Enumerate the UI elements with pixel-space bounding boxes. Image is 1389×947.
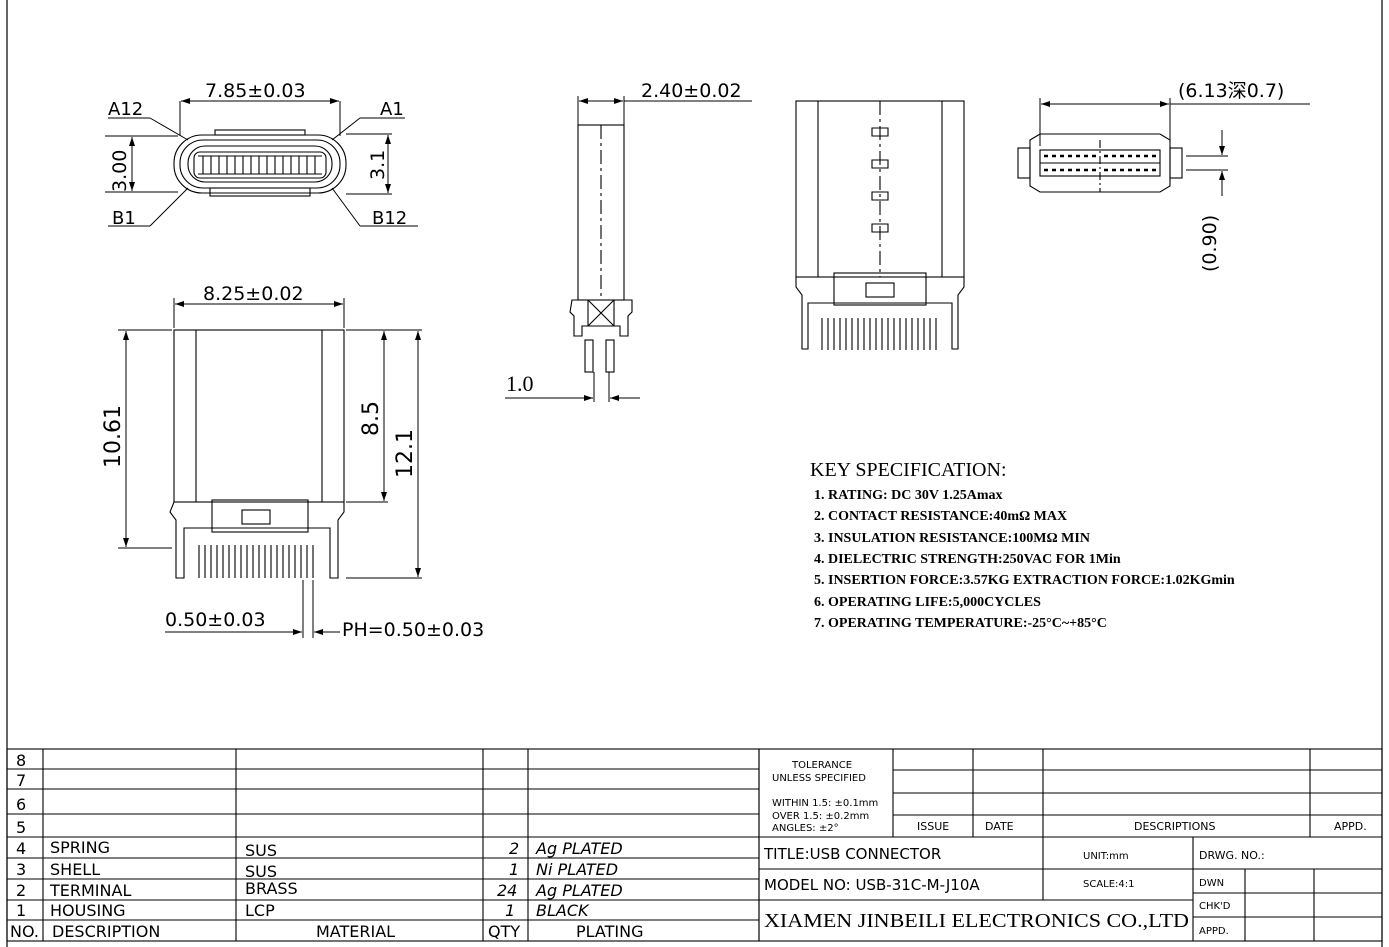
bom-no: 5 <box>16 818 26 837</box>
bom-qty: 1 <box>505 901 515 920</box>
bom-header-plating: PLATING <box>576 922 644 941</box>
dim-front-width: 7.85±0.03 <box>205 80 306 102</box>
dim-top-inner: 8.5 <box>359 401 384 436</box>
rear-view <box>795 100 965 350</box>
bom-header-no: NO. <box>10 922 39 941</box>
bom-plating: Ag PLATED <box>535 839 623 858</box>
approved-label: APPD. <box>1199 926 1229 937</box>
tolerance-within: WITHIN 1.5: ±0.1mm <box>772 798 878 809</box>
dim-pcb-cutout: (6.13深0.7) <box>1178 80 1284 102</box>
top-dimensions <box>118 298 422 638</box>
dim-side-thickness: 2.40±0.02 <box>641 80 742 102</box>
bom-plating: Ag PLATED <box>535 881 623 900</box>
label-b12: B12 <box>372 208 407 229</box>
pcb-pads <box>1044 154 1156 172</box>
dim-pitch: PH=0.50±0.03 <box>342 619 484 641</box>
bom-qty: 1 <box>509 860 519 879</box>
bom-no: 3 <box>16 860 26 879</box>
top-pins <box>198 545 314 578</box>
bom-no: 2 <box>16 881 26 900</box>
bom-header-desc: DESCRIPTION <box>52 922 160 941</box>
rev-date-header: DATE <box>985 820 1014 833</box>
bom-qty: 2 <box>509 839 519 858</box>
spec-line-2: 2. CONTACT RESISTANCE:40mΩ MAX <box>814 509 1067 524</box>
spec-line-7: 7. OPERATING TEMPERATURE:-25°C~+85°C <box>814 616 1107 631</box>
dim-top-width: 8.25±0.02 <box>203 283 304 305</box>
front-dimensions <box>105 98 418 227</box>
bom-material: SUS <box>245 862 277 881</box>
pcb-dimensions <box>1039 98 1310 196</box>
bom-header-material: MATERIAL <box>316 922 395 941</box>
spec-line-3: 3. INSULATION RESISTANCE:100MΩ MIN <box>814 531 1090 546</box>
label-a12: A12 <box>108 99 143 120</box>
dim-front-height-right: 3.1 <box>367 150 389 180</box>
scale-label: SCALE:4:1 <box>1083 879 1135 890</box>
tolerance-angles: ANGLES: ±2° <box>772 823 839 834</box>
spec-title: KEY SPECIFICATION: <box>810 459 1007 481</box>
tolerance-label-2: UNLESS SPECIFIED <box>772 773 866 784</box>
model-number: MODEL NO: USB-31C-M-J10A <box>764 876 980 894</box>
dim-top-length: 10.61 <box>101 405 126 468</box>
top-view <box>169 329 345 579</box>
spec-line-5: 5. INSERTION FORCE:3.57KG EXTRACTION FOR… <box>814 573 1235 588</box>
bom-desc: SPRING <box>50 838 110 857</box>
bom-no: 7 <box>16 771 26 790</box>
rev-issue-header: ISSUE <box>917 820 949 833</box>
tolerance-over: OVER 1.5: ±0.2mm <box>772 811 869 822</box>
title-block-text: TOLERANCE UNLESS SPECIFIED WITHIN 1.5: ±… <box>763 760 1367 937</box>
title-block-grid <box>758 748 1383 942</box>
bom-desc: HOUSING <box>50 901 126 920</box>
dim-side-pin: 1.0 <box>506 371 534 396</box>
spec-line-6: 6. OPERATING LIFE:5,000CYCLES <box>814 595 1041 610</box>
spec-line-4: 4. DIELECTRIC STRENGTH:250VAC FOR 1Min <box>814 552 1121 567</box>
bom-plating: Ni PLATED <box>536 860 618 879</box>
pcb-view <box>1017 133 1183 193</box>
bom-header-qty: QTY <box>488 922 520 941</box>
bom-material: SUS <box>245 841 277 860</box>
bom-rows: 8 7 6 5 4 SPRING SUS 2 Ag PLATED 3 SHELL… <box>10 751 644 941</box>
front-view <box>173 129 347 197</box>
bom-no: 6 <box>16 795 26 814</box>
tolerance-label-1: TOLERANCE <box>791 760 852 771</box>
drawn-label: DWN <box>1199 878 1224 889</box>
rear-pins <box>821 318 937 350</box>
company-name: XIAMEN JINBEILI ELECTRONICS CO.,LTD <box>764 910 1189 932</box>
drawing-number-label: DRWG. NO.: <box>1199 849 1265 862</box>
sheet-border <box>6 0 1383 947</box>
bom-qty: 24 <box>497 881 517 900</box>
bom-table-grid <box>6 748 760 942</box>
dim-pcb-gap: (0.90) <box>1199 215 1221 272</box>
bom-no: 8 <box>16 751 26 770</box>
rev-appd-header: APPD. <box>1334 820 1367 833</box>
spec-line-1: 1. RATING: DC 30V 1.25Amax <box>814 488 1002 503</box>
drawing-title: TITLE:USB CONNECTOR <box>763 845 941 863</box>
checked-label: CHK'D <box>1199 901 1231 912</box>
dim-pin-width: 0.50±0.03 <box>165 609 266 631</box>
label-a1: A1 <box>380 99 404 120</box>
bom-desc: TERMINAL <box>49 881 131 900</box>
label-b1: B1 <box>112 208 136 229</box>
front-contacts <box>198 155 322 175</box>
bom-material: LCP <box>245 901 275 920</box>
bom-plating: BLACK <box>536 901 590 920</box>
bom-no: 1 <box>16 901 26 920</box>
bom-desc: SHELL <box>50 860 100 879</box>
dim-top-total: 12.1 <box>393 429 418 478</box>
rev-descriptions-header: DESCRIPTIONS <box>1134 820 1215 833</box>
side-view <box>569 124 633 373</box>
side-dimensions <box>505 96 752 402</box>
dim-front-height-left: 3.00 <box>109 150 131 192</box>
unit-label: UNIT:mm <box>1083 851 1129 862</box>
bom-no: 4 <box>16 839 26 858</box>
bom-material: BRASS <box>245 879 298 898</box>
